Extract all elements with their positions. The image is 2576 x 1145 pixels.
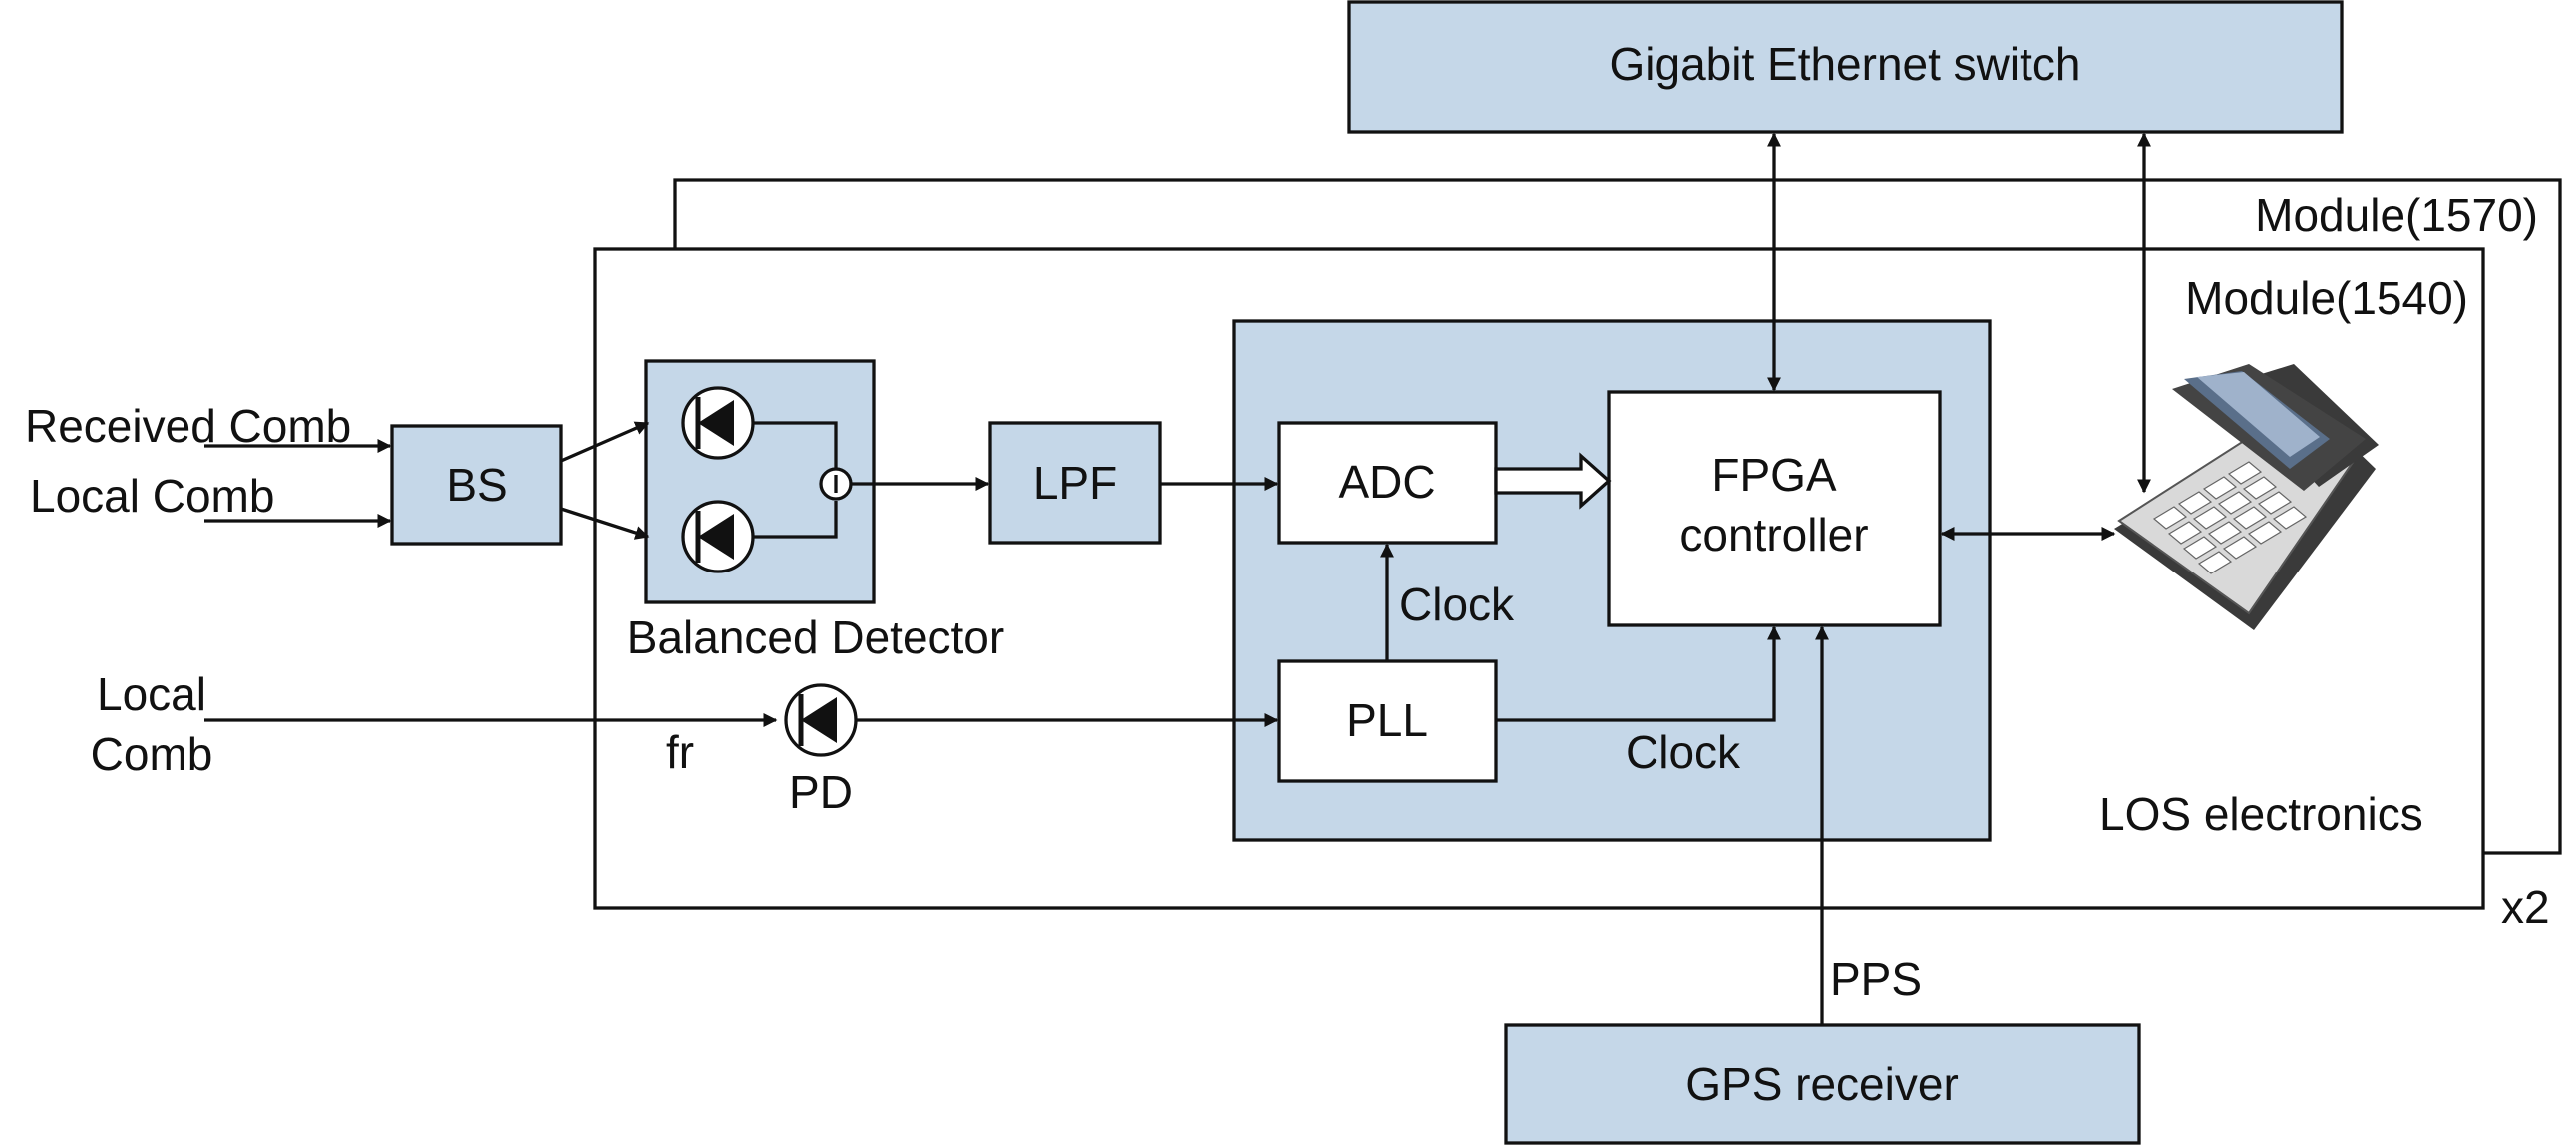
photodiode-icon [683, 502, 753, 572]
local-comb-label: Local Comb [30, 470, 274, 522]
svg-text:LPF: LPF [1033, 457, 1117, 509]
clock-adc-label: Clock [1399, 578, 1515, 630]
bs-to-pd2-arrow [560, 507, 650, 540]
pps-label: PPS [1830, 954, 1922, 1005]
received-comb-label: Received Comb [25, 400, 351, 452]
module-1540-label: Module(1540) [2185, 272, 2468, 324]
pll-block: PLL [1277, 659, 1498, 783]
adc-to-fpga-data-arrow [1494, 452, 1612, 510]
balanced-detector-label: Balanced Detector [627, 611, 1004, 663]
balanced-detector-wiring [753, 421, 838, 539]
svg-text:Gigabit Ethernet switch: Gigabit Ethernet switch [1609, 38, 2080, 90]
photodiode-icon [683, 388, 753, 458]
photodiode-icon [786, 685, 856, 755]
los-electronics-label: LOS electronics [2099, 788, 2423, 840]
local-comb-2-label-line1: Local [97, 668, 206, 720]
pd-label: PD [789, 766, 853, 818]
bs-to-pd1-arrow [560, 421, 650, 463]
svg-text:BS: BS [446, 459, 507, 511]
svg-text:ADC: ADC [1338, 456, 1435, 508]
x2-label: x2 [2501, 881, 2550, 933]
svg-text:controller: controller [1679, 509, 1868, 561]
module-1570-label: Module(1570) [2255, 190, 2538, 241]
pll-to-fpga-clock-arrow [1496, 625, 1781, 722]
clock-fpga-label: Clock [1626, 726, 1741, 778]
adc-block: ADC [1277, 421, 1498, 545]
module-1540-frame [593, 247, 2485, 910]
svg-text:FPGA: FPGA [1711, 449, 1837, 501]
svg-text:PLL: PLL [1346, 694, 1428, 746]
lpf-block: LPF [988, 421, 1162, 545]
svg-text:GPS receiver: GPS receiver [1685, 1058, 1959, 1110]
gps-receiver-block: GPS receiver [1504, 1023, 2141, 1145]
gigabit-ethernet-switch: Gigabit Ethernet switch [1347, 0, 2344, 134]
laptop-icon [2114, 364, 2379, 630]
bs-block: BS [390, 424, 563, 546]
module-1570-frame [673, 178, 2562, 855]
local-comb-2-label-line2: Comb [91, 728, 213, 780]
fpga-controller-block: FPGA controller [1607, 390, 1942, 627]
fr-label: fr [666, 726, 694, 778]
